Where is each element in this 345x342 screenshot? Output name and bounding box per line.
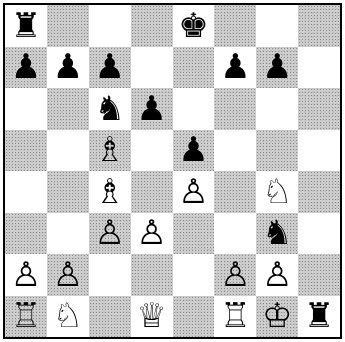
- black-pawn-icon[interactable]: ♟: [262, 50, 292, 84]
- square-a4[interactable]: [5, 171, 47, 213]
- black-knight-icon[interactable]: ♞: [262, 216, 292, 250]
- square-h5[interactable]: [298, 130, 340, 172]
- square-f8[interactable]: [214, 5, 256, 47]
- square-g2[interactable]: ♙: [256, 254, 298, 296]
- white-king-icon[interactable]: ♔: [262, 299, 292, 333]
- square-c4[interactable]: ♗: [89, 171, 131, 213]
- square-b7[interactable]: ♟: [47, 47, 89, 89]
- square-d3[interactable]: ♙: [131, 213, 173, 255]
- square-g4[interactable]: ♘: [256, 171, 298, 213]
- square-g7[interactable]: ♟: [256, 47, 298, 89]
- square-g6[interactable]: [256, 88, 298, 130]
- square-e5[interactable]: ♟: [173, 130, 215, 172]
- square-e3[interactable]: [173, 213, 215, 255]
- black-rook-icon[interactable]: ♜: [11, 9, 41, 43]
- square-h6[interactable]: [298, 88, 340, 130]
- square-h3[interactable]: [298, 213, 340, 255]
- white-knight-icon[interactable]: ♘: [262, 175, 292, 209]
- square-c2[interactable]: [89, 254, 131, 296]
- square-d1[interactable]: ♕: [131, 296, 173, 338]
- square-c5[interactable]: ♗: [89, 130, 131, 172]
- square-b3[interactable]: [47, 213, 89, 255]
- square-h1[interactable]: ♜: [298, 296, 340, 338]
- white-bishop-icon[interactable]: ♗: [94, 133, 124, 167]
- square-b6[interactable]: [47, 88, 89, 130]
- white-pawn-icon[interactable]: ♙: [94, 216, 124, 250]
- square-e7[interactable]: [173, 47, 215, 89]
- white-pawn-icon[interactable]: ♙: [11, 258, 41, 292]
- black-pawn-icon[interactable]: ♟: [11, 50, 41, 84]
- white-pawn-icon[interactable]: ♙: [220, 258, 250, 292]
- square-a7[interactable]: ♟: [5, 47, 47, 89]
- square-e4[interactable]: ♙: [173, 171, 215, 213]
- white-pawn-icon[interactable]: ♙: [262, 258, 292, 292]
- square-d8[interactable]: [131, 5, 173, 47]
- square-e2[interactable]: [173, 254, 215, 296]
- white-queen-icon[interactable]: ♕: [136, 299, 166, 333]
- chessboard: ♜ ♚ ♟ ♟ ♟ ♟ ♟ ♞ ♟ ♗ ♟ ♗ ♙ ♘ ♙ ♙ ♞ ♙ ♙ ♙ ♙ ♖ ♘ ♕ ♖ ♔ ♜: [5, 5, 340, 337]
- square-b8[interactable]: [47, 5, 89, 47]
- square-h8[interactable]: [298, 5, 340, 47]
- square-g3[interactable]: ♞: [256, 213, 298, 255]
- white-rook-icon[interactable]: ♖: [220, 299, 250, 333]
- square-g1[interactable]: ♔: [256, 296, 298, 338]
- black-pawn-icon[interactable]: ♟: [136, 92, 166, 126]
- square-c8[interactable]: [89, 5, 131, 47]
- square-a1[interactable]: ♖: [5, 296, 47, 338]
- black-pawn-icon[interactable]: ♟: [220, 50, 250, 84]
- square-c1[interactable]: [89, 296, 131, 338]
- black-rook-icon[interactable]: ♜: [304, 299, 334, 333]
- square-f4[interactable]: [214, 171, 256, 213]
- square-g5[interactable]: [256, 130, 298, 172]
- square-f5[interactable]: [214, 130, 256, 172]
- square-b2[interactable]: ♙: [47, 254, 89, 296]
- black-knight-icon[interactable]: ♞: [94, 92, 124, 126]
- square-f6[interactable]: [214, 88, 256, 130]
- white-bishop-icon[interactable]: ♗: [94, 175, 124, 209]
- square-d5[interactable]: [131, 130, 173, 172]
- square-c3[interactable]: ♙: [89, 213, 131, 255]
- square-h4[interactable]: [298, 171, 340, 213]
- black-pawn-icon[interactable]: ♟: [178, 133, 208, 167]
- square-d4[interactable]: [131, 171, 173, 213]
- white-pawn-icon[interactable]: ♙: [53, 258, 83, 292]
- square-d6[interactable]: ♟: [131, 88, 173, 130]
- black-pawn-icon[interactable]: ♟: [94, 50, 124, 84]
- square-a6[interactable]: [5, 88, 47, 130]
- square-a5[interactable]: [5, 130, 47, 172]
- square-f2[interactable]: ♙: [214, 254, 256, 296]
- square-e6[interactable]: [173, 88, 215, 130]
- square-d7[interactable]: [131, 47, 173, 89]
- square-b4[interactable]: [47, 171, 89, 213]
- square-c6[interactable]: ♞: [89, 88, 131, 130]
- square-d2[interactable]: [131, 254, 173, 296]
- square-f7[interactable]: ♟: [214, 47, 256, 89]
- white-pawn-icon[interactable]: ♙: [136, 216, 166, 250]
- square-h7[interactable]: [298, 47, 340, 89]
- square-f3[interactable]: [214, 213, 256, 255]
- square-e8[interactable]: ♚: [173, 5, 215, 47]
- square-c7[interactable]: ♟: [89, 47, 131, 89]
- square-b5[interactable]: [47, 130, 89, 172]
- black-king-icon[interactable]: ♚: [178, 9, 208, 43]
- square-e1[interactable]: [173, 296, 215, 338]
- chessboard-frame: ♜ ♚ ♟ ♟ ♟ ♟ ♟ ♞ ♟ ♗ ♟ ♗ ♙ ♘ ♙ ♙ ♞ ♙ ♙ ♙ ♙ ♖ ♘ ♕ ♖ ♔ ♜: [3, 3, 342, 339]
- square-a3[interactable]: [5, 213, 47, 255]
- black-pawn-icon[interactable]: ♟: [53, 50, 83, 84]
- square-b1[interactable]: ♘: [47, 296, 89, 338]
- square-g8[interactable]: [256, 5, 298, 47]
- white-rook-icon[interactable]: ♖: [11, 299, 41, 333]
- white-pawn-icon[interactable]: ♙: [178, 175, 208, 209]
- square-f1[interactable]: ♖: [214, 296, 256, 338]
- square-a2[interactable]: ♙: [5, 254, 47, 296]
- white-knight-icon[interactable]: ♘: [53, 299, 83, 333]
- square-h2[interactable]: [298, 254, 340, 296]
- square-a8[interactable]: ♜: [5, 5, 47, 47]
